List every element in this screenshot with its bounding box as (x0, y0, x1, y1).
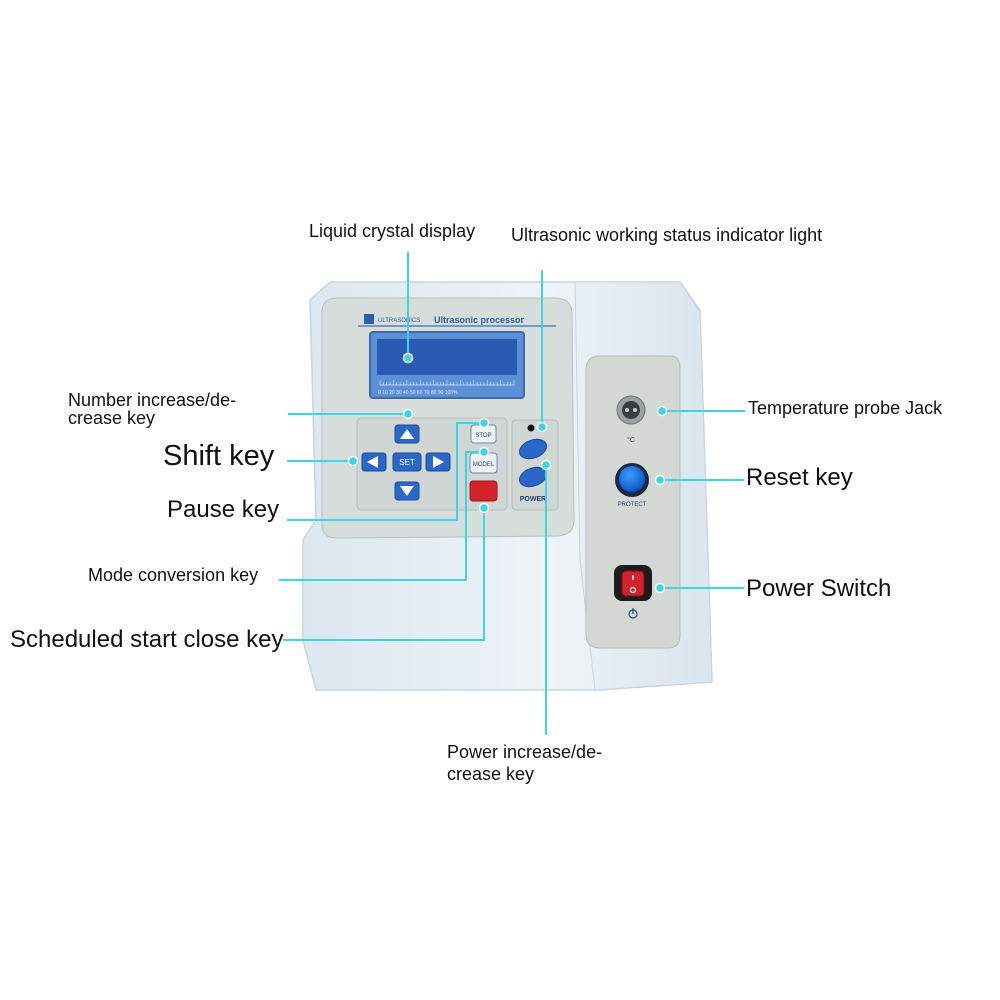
svg-text:STOP: STOP (475, 433, 491, 439)
status-indicator-light (527, 424, 535, 432)
label-mode-conversion-key: Mode conversion key (88, 565, 259, 585)
leader-power-key-dot (540, 459, 552, 471)
label-scheduled-start-close-key: Scheduled start close key (10, 626, 284, 653)
power-increase-key[interactable] (517, 436, 549, 462)
leader-pause-key-dot (478, 417, 490, 429)
power-key-label: POWER (520, 496, 546, 503)
power-switch[interactable] (614, 565, 652, 601)
svg-text:MODEL: MODEL (473, 462, 495, 468)
leader-mode-key (279, 451, 484, 581)
leader-reset-key-dot (654, 474, 666, 486)
protect-label: PROTECT (618, 502, 647, 508)
leader-shift-key-dot (347, 455, 359, 467)
number-decrease-key[interactable] (394, 481, 420, 501)
lcd-scale-labels: 0 10 20 30 40 50 60 70 80 90 100% (378, 390, 458, 396)
annotation-leader-lines (279, 252, 745, 735)
label-number-increase-decrease-key: Number increase/de-crease key (68, 390, 237, 428)
shift-left-key[interactable] (361, 452, 387, 472)
panel-title: Ultrasonic processor (434, 315, 525, 325)
label-liquid-crystal-display: Liquid crystal display (309, 221, 476, 241)
svg-text:SET: SET (399, 458, 415, 467)
leader-pause-key (287, 422, 484, 521)
label-status-indicator-light: Ultrasonic working status indicator ligh… (511, 225, 823, 245)
leader-power-switch-dot (654, 582, 666, 594)
label-power-switch: Power Switch (746, 575, 892, 602)
label-reset-key: Reset key (746, 464, 853, 491)
lcd-screen: 0 10 20 30 40 50 60 70 80 90 100% (369, 331, 525, 399)
leader-schedule-key (283, 508, 485, 641)
power-symbol-icon (628, 608, 638, 619)
stop-key[interactable]: STOP (470, 424, 497, 444)
temp-unit-label: °C (627, 436, 635, 444)
temperature-probe-jack[interactable] (616, 395, 646, 425)
set-key[interactable]: SET (392, 452, 422, 472)
leader-lcd-dot (402, 352, 414, 364)
shift-right-key[interactable] (425, 452, 451, 472)
leader-temp-jack-dot (656, 405, 668, 417)
label-pause-key: Pause key (167, 496, 280, 523)
label-power-increase-decrease-key: Power increase/de-crease key (447, 742, 603, 784)
annotation-anchor-dots (347, 352, 668, 594)
label-shift-key: Shift key (163, 440, 275, 472)
reset-key[interactable] (615, 463, 649, 497)
label-temperature-probe-jack: Temperature probe Jack (748, 398, 943, 418)
brand-text: ULTRASONICS (378, 318, 420, 324)
side-panel (585, 355, 681, 649)
leader-indicator-dot (536, 421, 548, 433)
leader-number-key-dot (402, 408, 414, 420)
scheduled-start-close-key[interactable] (469, 480, 498, 502)
brand-logo (364, 314, 374, 324)
number-increase-key[interactable] (394, 424, 420, 444)
leader-mode-key-dot (478, 446, 490, 458)
leader-schedule-key-dot (478, 502, 490, 514)
